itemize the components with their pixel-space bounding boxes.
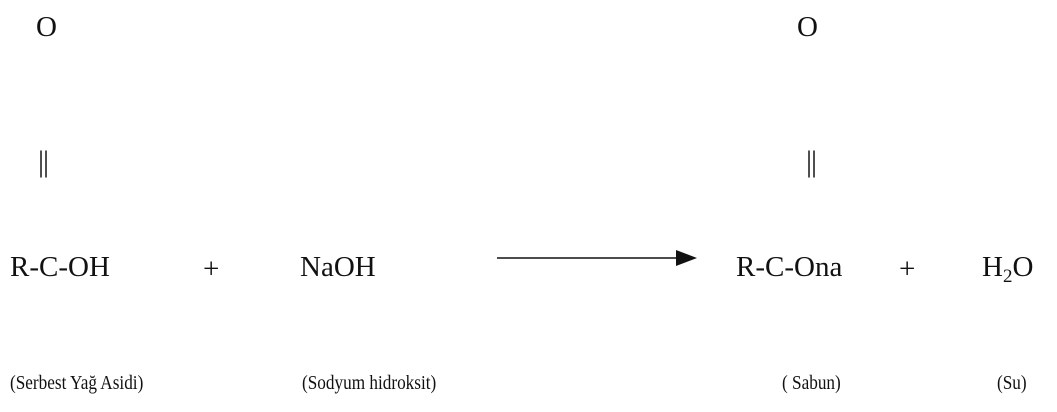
soap-formula: R-C-Ona (736, 251, 843, 283)
acid-double-bond: || (38, 145, 49, 178)
water-h: H (982, 251, 1003, 283)
acid-carbonyl-oxygen: O (36, 11, 57, 43)
water-caption: (Su) (997, 372, 1027, 394)
acid-formula: R-C-OH (10, 251, 110, 283)
reaction-arrow-icon (497, 250, 697, 266)
naoh-formula: NaOH (300, 251, 376, 283)
plus-sign: + (899, 253, 916, 285)
acid-caption: (Serbest Yağ Asidi) (10, 372, 144, 394)
naoh-caption: (Sodyum hidroksit) (302, 372, 437, 394)
water-subscript: 2 (1002, 266, 1013, 287)
soap-double-bond: || (806, 145, 817, 178)
water-formula: H2O (982, 251, 1034, 287)
soap-carbonyl-oxygen: O (797, 11, 818, 43)
soap-caption: ( Sabun) (782, 372, 841, 394)
plus-sign: + (203, 253, 220, 285)
water-o: O (1012, 251, 1034, 283)
